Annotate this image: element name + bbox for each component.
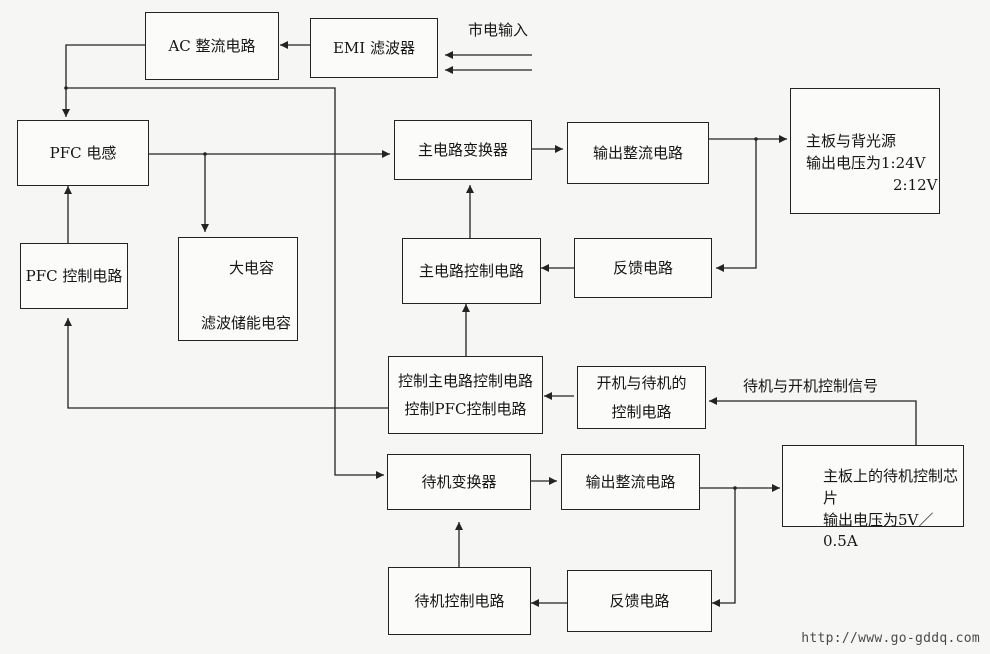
pfc-inductor-label: PFC 电感 [49, 143, 117, 162]
standby-signal-label: 待机与开机控制信号 [743, 377, 879, 395]
output-rectifier-top-box: 输出整流电路 [567, 122, 709, 184]
source-url: http://www.go-gddq.com [801, 631, 980, 646]
controller-line-2: 控制PFC控制电路 [404, 400, 527, 418]
main-control-label: 主电路控制电路 [418, 261, 524, 280]
mainboard-backlight-box: 主板与背光源 输出电压为1:24V 2:12V [790, 88, 940, 214]
feedback-bottom-box: 反馈电路 [567, 570, 712, 632]
output-rectifier-bottom-label: 输出整流电路 [585, 472, 676, 491]
main-converter-label: 主电路变换器 [417, 140, 508, 159]
pfc-control-label: PFC 控制电路 [25, 266, 123, 285]
standby-converter-box: 待机变换器 [387, 454, 531, 510]
output-rectifier-bottom-box: 输出整流电路 [561, 454, 700, 510]
pfc-inductor-box: PFC 电感 [17, 120, 149, 186]
filter-storage-capacitor-label: 滤波储能电容 [201, 314, 292, 332]
ac-rectifier-label: AC 整流电路 [168, 36, 256, 55]
main-converter-box: 主电路变换器 [394, 120, 532, 180]
mainboard-voltage-line-2: 2:12V [893, 175, 938, 194]
standby-chip-voltage: 输出电压为5V／0.5A [823, 510, 934, 551]
mainboard-voltage-line-1: 输出电压为1:24V [806, 153, 926, 172]
standby-converter-label: 待机变换器 [421, 472, 497, 491]
ac-rectifier-box: AC 整流电路 [145, 12, 279, 80]
controller-box: 控制主电路控制电路 控制PFC控制电路 [388, 356, 543, 434]
main-control-box: 主电路控制电路 [402, 238, 541, 304]
power-onoff-control-box: 开机与待机的 控制电路 [577, 366, 706, 429]
controller-line-1: 控制主电路控制电路 [397, 371, 533, 390]
power-onoff-control-line-1: 开机与待机的 [596, 374, 687, 393]
feedback-bottom-label: 反馈电路 [609, 591, 670, 610]
standby-control-box: 待机控制电路 [388, 567, 531, 635]
pfc-control-box: PFC 控制电路 [20, 243, 128, 309]
standby-control-label: 待机控制电路 [414, 591, 505, 610]
large-capacitor-label: 大电容 [229, 259, 275, 277]
standby-chip-title: 主板上的待机控制芯片 [823, 467, 959, 507]
mains-input-label: 市电输入 [468, 21, 529, 39]
emi-filter-box: EMI 滤波器 [310, 18, 438, 78]
power-onoff-control-line-2: 控制电路 [611, 402, 672, 421]
capacitor-box [178, 237, 298, 341]
feedback-top-label: 反馈电路 [612, 258, 673, 277]
output-rectifier-top-label: 输出整流电路 [592, 143, 683, 162]
standby-chip-box: 主板上的待机控制芯片 输出电压为5V／0.5A [782, 445, 964, 550]
mainboard-backlight-title: 主板与背光源 [806, 132, 897, 150]
feedback-top-box: 反馈电路 [574, 238, 712, 298]
emi-filter-label: EMI 滤波器 [332, 38, 415, 57]
